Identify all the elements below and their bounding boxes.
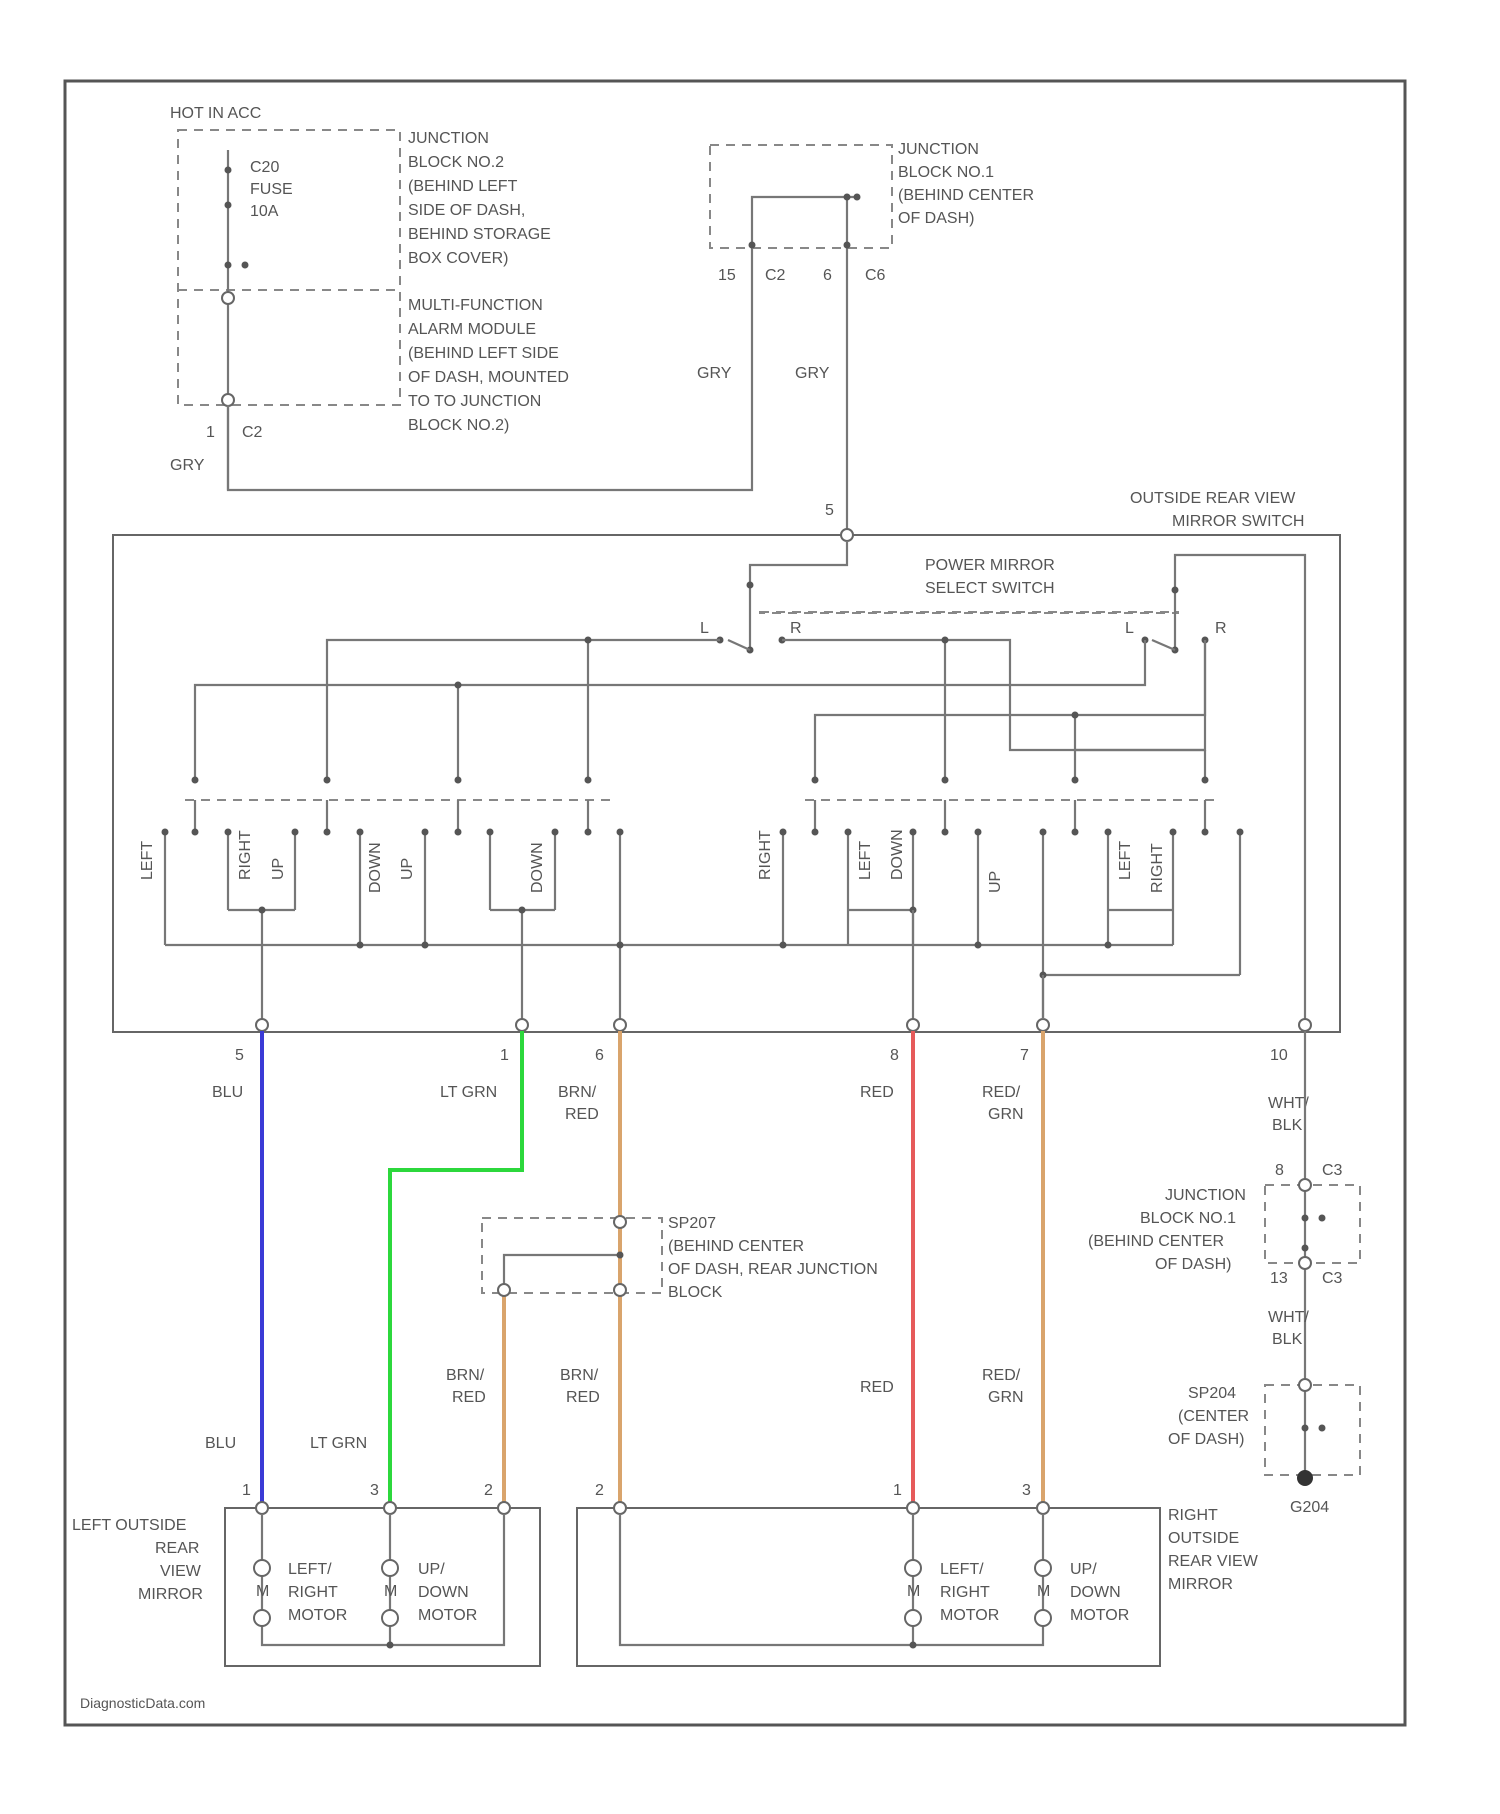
- svg-text:M: M: [384, 1583, 397, 1600]
- left-contact-group: [162, 800, 624, 1025]
- svg-text:M: M: [907, 1583, 920, 1600]
- brn-red-b-label: BRN/RED: [560, 1367, 600, 1406]
- junction-block-2-outline: [178, 130, 400, 405]
- ground-symbol: [1297, 1470, 1313, 1486]
- blu-lower-label: BLU: [205, 1435, 236, 1452]
- svg-text:M: M: [1037, 1583, 1050, 1600]
- wire-label-red: RED: [860, 1084, 894, 1101]
- svg-text:M: M: [256, 1583, 269, 1600]
- left-pin: 2: [484, 1482, 493, 1499]
- jb1-conn-c2: C2: [765, 267, 786, 284]
- contact-label: DOWN: [367, 842, 384, 893]
- right-pin: 1: [893, 1482, 902, 1499]
- up-down-motor-right-mirror: M: [1035, 1560, 1051, 1626]
- pin-c2-1: 1: [206, 424, 215, 441]
- jb1-right-outline: [1265, 1185, 1360, 1263]
- wire-pin: 1: [500, 1047, 509, 1064]
- wire-pin: 8: [890, 1047, 899, 1064]
- wht-blk-lower-label: WHT/BLK: [1268, 1309, 1309, 1348]
- jb1-right-pin-8: 8: [1275, 1162, 1284, 1179]
- right-pin: 3: [1022, 1482, 1031, 1499]
- left-pin: 3: [370, 1482, 379, 1499]
- contact-label: LEFT: [857, 841, 874, 880]
- sp204-outline: [1265, 1385, 1360, 1475]
- red-grn-lower-label: RED/GRN: [982, 1367, 1024, 1406]
- wire-pin: 5: [235, 1047, 244, 1064]
- contact-label: UP: [399, 858, 416, 880]
- jb1-conn-c6: C6: [865, 267, 886, 284]
- wire-pin: 7: [1020, 1047, 1029, 1064]
- left-pin: 1: [242, 1482, 251, 1499]
- contact-label: RIGHT: [757, 830, 774, 880]
- contact-label: UP: [270, 858, 287, 880]
- jb1-pin-6: 6: [823, 267, 832, 284]
- diagram-frame: [65, 81, 1405, 1725]
- wire-label-lt-grn: LT GRN: [440, 1084, 497, 1101]
- wire-pin: 6: [595, 1047, 604, 1064]
- conn-c2: C2: [242, 424, 263, 441]
- gry-mid-a-label: GRY: [697, 365, 732, 382]
- jb1-pin-15: 15: [718, 267, 736, 284]
- select-r2: R: [1215, 620, 1227, 637]
- left-right-motor-right-mirror: M: [905, 1560, 921, 1626]
- gry-mid-b-label: GRY: [795, 365, 830, 382]
- contact-label: LEFT: [139, 841, 156, 880]
- wire-label-blu: BLU: [212, 1084, 243, 1101]
- select-l1: L: [700, 620, 709, 637]
- jb1-right-conn-c3b: C3: [1322, 1270, 1343, 1287]
- ground-label: G204: [1290, 1499, 1329, 1516]
- up-down-motor-left-mirror: M: [382, 1560, 398, 1626]
- hot-in-acc-label: HOT IN ACC: [170, 105, 261, 122]
- contact-label: RIGHT: [237, 830, 254, 880]
- wire-label-brn-red: BRN/RED: [558, 1084, 599, 1123]
- contact-label: UP: [987, 871, 1004, 893]
- brn-red-a-label: BRN/RED: [446, 1367, 486, 1406]
- left-right-motor-left-mirror: M: [254, 1560, 270, 1626]
- wire-pin: 10: [1270, 1047, 1288, 1064]
- wire-label-red-grn: RED/GRN: [982, 1084, 1024, 1123]
- right-pin: 2: [595, 1482, 604, 1499]
- left-mirror-box: [225, 1508, 540, 1666]
- contact-label: RIGHT: [1149, 843, 1166, 893]
- gry-left-label: GRY: [170, 457, 205, 474]
- wire-label-wht-blk: WHT/BLK: [1268, 1095, 1309, 1134]
- jb1-right-pin-13: 13: [1270, 1270, 1288, 1287]
- jb1-right-conn-c3a: C3: [1322, 1162, 1343, 1179]
- select-r1: R: [790, 620, 802, 637]
- contact-label: DOWN: [889, 829, 906, 880]
- red-lower-label: RED: [860, 1379, 894, 1396]
- lt-grn-lower-label: LT GRN: [310, 1435, 367, 1452]
- mirror-switch-box: [113, 535, 1340, 1032]
- select-l2: L: [1125, 620, 1134, 637]
- contact-label: LEFT: [1117, 841, 1134, 880]
- contact-label: DOWN: [529, 842, 546, 893]
- select-switch-outline: [760, 612, 1178, 613]
- watermark: DiagnosticData.com: [80, 1695, 205, 1711]
- switch-pin-5: 5: [825, 502, 834, 519]
